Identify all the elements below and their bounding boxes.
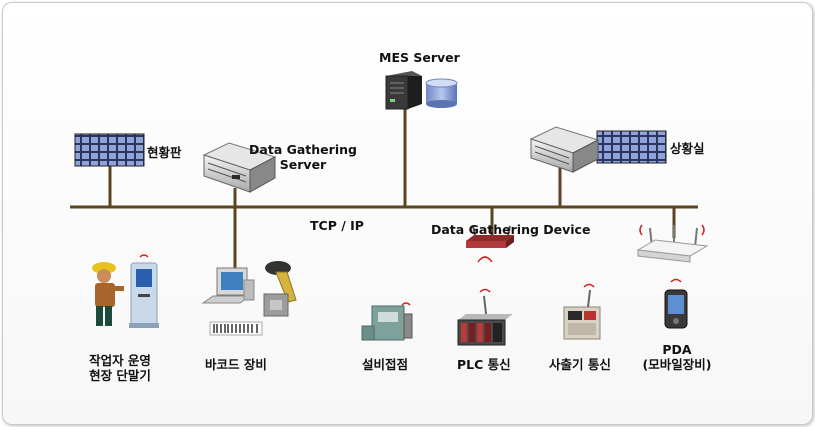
pda-label-line2: (모바일장비)	[642, 357, 712, 372]
worker-icon	[92, 262, 124, 326]
dg-server-icon	[202, 142, 277, 193]
equipment-contact-icon	[361, 302, 413, 341]
barcode-computer-icon	[201, 267, 263, 336]
tcp-ip-label: TCP / IP	[310, 218, 364, 233]
worker-terminal-label: 작업자 운영 현장 단말기	[80, 353, 160, 383]
mes-server-label: MES Server	[379, 50, 460, 65]
database-icon	[425, 78, 458, 108]
wireless-signal-icon	[477, 256, 493, 263]
kiosk-terminal-icon	[129, 254, 159, 328]
plc-label: PLC 통신	[457, 357, 511, 372]
pda-label-line1: PDA	[662, 342, 692, 357]
plc-rack-icon	[457, 288, 513, 346]
situation-room-label: 상황실	[670, 141, 705, 156]
barcode-scanner-icon	[263, 261, 297, 317]
barcode-label: 바코드 장비	[205, 357, 267, 372]
dg-server-label-line2: Server	[279, 157, 327, 172]
pda-icon	[664, 278, 688, 329]
status-board-label: 현황판	[147, 145, 182, 160]
wireless-ap-icon	[636, 224, 709, 263]
dg-server-label: Data Gathering Server	[248, 142, 358, 172]
status-board-monitor-wall	[74, 133, 145, 167]
mes-server-icon	[385, 71, 422, 110]
injection-controller-icon	[563, 283, 601, 340]
dg-device-label: Data Gathering Device	[431, 222, 591, 237]
dg-server-label-line1: Data Gathering	[249, 142, 357, 157]
situation-room-monitor-wall	[596, 130, 667, 164]
worker-terminal-label-line1: 작업자 운영	[89, 353, 151, 368]
worker-terminal-label-line2: 현장 단말기	[89, 368, 151, 383]
situation-server-icon	[529, 126, 600, 173]
equipment-contact-label: 설비접점	[362, 357, 409, 372]
injection-label: 사출기 통신	[549, 357, 611, 372]
dg-device-router-icon	[466, 225, 514, 248]
pda-label: PDA (모바일장비)	[633, 342, 721, 372]
